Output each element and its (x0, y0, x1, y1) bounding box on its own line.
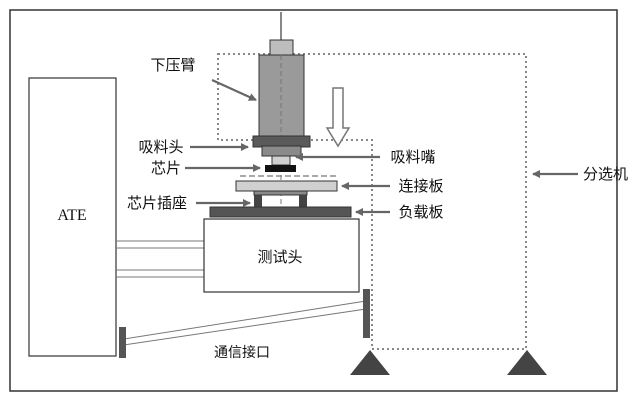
pickup-head-lower (261, 145, 302, 157)
comm-connector-right (363, 289, 370, 338)
ate-cables (116, 240, 204, 278)
load-board (209, 206, 352, 218)
outer-frame (9, 9, 618, 392)
adapter-board-label: 连接板 (398, 177, 443, 195)
chip-socket-left (254, 195, 262, 207)
chip (265, 165, 296, 172)
load-board-label: 负载板 (398, 203, 443, 221)
test-head-label: 测试头 (257, 248, 302, 266)
chip-socket-label: 芯片插座 (127, 194, 187, 212)
down-arrow-icon (325, 87, 351, 148)
leader-arrows (185, 78, 578, 216)
pickup-head (252, 135, 311, 148)
comm-interface-label: 通信接口 (214, 344, 270, 361)
chip-socket-top (253, 190, 308, 196)
test-head (203, 218, 360, 293)
press-arm-cap (269, 39, 294, 57)
press-arm-label: 下压臂 (150, 56, 195, 74)
handler-foot-left (350, 350, 390, 375)
comm-cable (123, 300, 367, 346)
comm-connector-left (119, 327, 126, 358)
handler-label: 分选机 (583, 165, 628, 183)
pickup-head-label: 吸料头 (138, 138, 183, 156)
suction-nozzle-label: 吸料嘴 (390, 148, 435, 166)
ate-label: ATE (57, 207, 86, 224)
handler-foot-right (507, 350, 547, 375)
press-arm-leader-arrow (211, 78, 257, 102)
handler-outline (217, 53, 527, 350)
chip-label: 芯片 (151, 159, 181, 177)
ate-box (28, 77, 117, 357)
adapter-board (235, 180, 338, 192)
chip-socket-right (299, 195, 307, 207)
suction-nozzle (271, 155, 291, 166)
